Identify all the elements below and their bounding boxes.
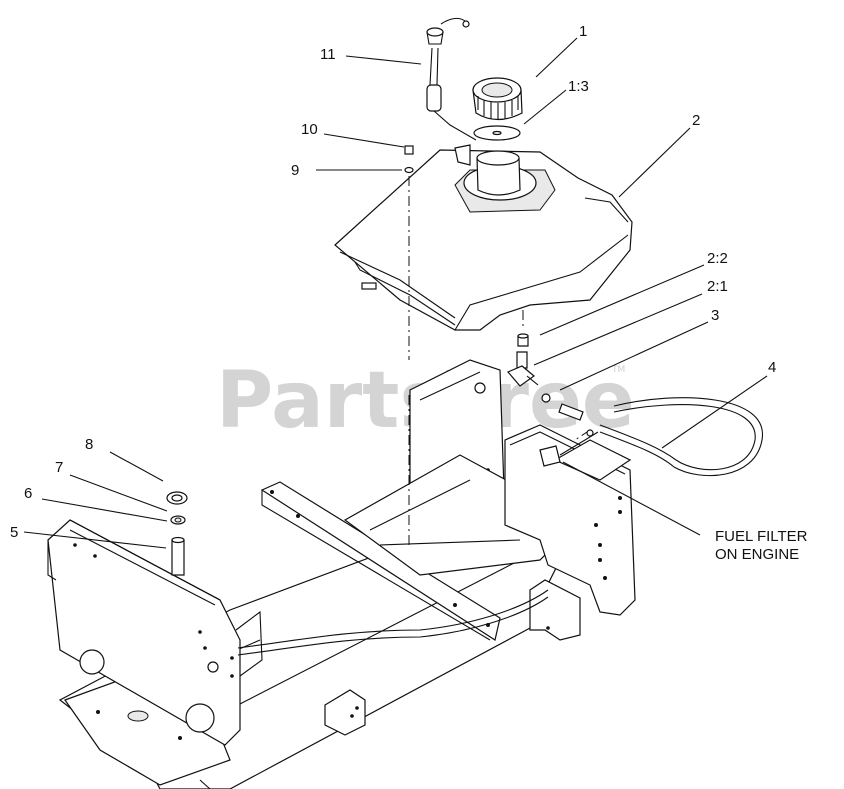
callout-2: 2 xyxy=(692,112,700,129)
callout-2-2: 2:2 xyxy=(707,250,728,267)
callout-10: 10 xyxy=(301,121,318,138)
callout-9: 9 xyxy=(291,162,299,179)
fuel-sender xyxy=(426,17,477,141)
cap-gasket xyxy=(473,125,521,141)
fuel-tank xyxy=(334,144,633,331)
chassis-frame xyxy=(47,359,636,789)
callout-2-1: 2:1 xyxy=(707,278,728,295)
fuel-filter-note-line2: ON ENGINE xyxy=(715,546,799,563)
callout-1-3: 1:3 xyxy=(568,78,589,95)
watermark-trademark: TM xyxy=(611,365,625,375)
fuel-fittings xyxy=(507,310,763,477)
callout-7: 7 xyxy=(55,459,63,476)
callout-1: 1 xyxy=(579,23,587,40)
callout-labels: 1 1:3 2 2:2 2:1 3 4 5 6 7 8 9 10 11 FUEL… xyxy=(10,23,808,563)
callout-3: 3 xyxy=(711,307,719,324)
screw-and-washer xyxy=(404,145,414,545)
callout-8: 8 xyxy=(85,436,93,453)
vent-assembly xyxy=(166,491,188,576)
fuel-filter-note-line1: FUEL FILTER xyxy=(715,528,808,545)
callout-4: 4 xyxy=(768,359,776,376)
leader-lines xyxy=(23,37,768,549)
callout-5: 5 xyxy=(10,524,18,541)
callout-6: 6 xyxy=(24,485,32,502)
callout-11: 11 xyxy=(320,46,336,63)
fuel-cap xyxy=(472,77,523,121)
